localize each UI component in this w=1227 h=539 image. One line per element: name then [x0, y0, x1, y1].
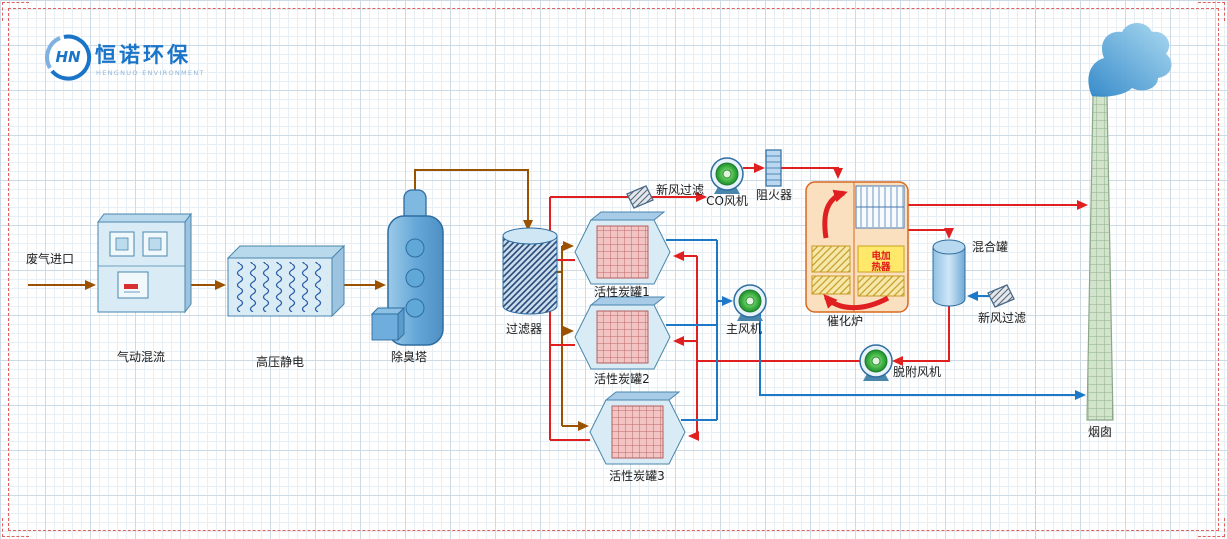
- carbon-tank-1: [574, 211, 671, 285]
- pipe-mainfan-to-chimney: [759, 313, 1086, 400]
- pneumatic-mixer: [97, 212, 192, 314]
- label-waste-gas-inlet: 废气进口: [26, 251, 74, 266]
- logo-monogram: HN: [55, 48, 81, 66]
- flame-arrester: [765, 149, 782, 187]
- fresh-air-filter-right: [987, 284, 1015, 308]
- label-carbon-tank-3: 活性炭罐3: [609, 469, 665, 483]
- deodorizing-tower: [370, 189, 444, 346]
- chimney: [1086, 23, 1172, 421]
- pipe-filter-manifold: [557, 246, 563, 426]
- logo-swoosh-dark: [50, 34, 92, 81]
- main-fan: [733, 284, 767, 322]
- pipe-furnace-to-mixtank: [908, 228, 954, 239]
- carbon-tank-2: [574, 296, 671, 370]
- label-electrostatic: 高压静电: [256, 354, 304, 369]
- label-chimney: 烟囱: [1088, 425, 1112, 439]
- label-catalytic-furnace: 催化炉: [827, 314, 863, 328]
- pipe-tower-to-filter: [414, 169, 533, 231]
- filter-vessel: [502, 227, 558, 315]
- catalytic-furnace: 电加 热器: [805, 181, 909, 313]
- label-desorption-fan: 脱附风机: [893, 364, 941, 379]
- smoke-plume: [1088, 23, 1172, 97]
- logo-swoosh-light: [45, 36, 61, 70]
- desorption-fan: [859, 344, 893, 382]
- label-mixing-tank: 混合罐: [972, 239, 1008, 254]
- logo: HN 恒诺环保 HENGNUO ENVIRONMENT: [45, 34, 205, 81]
- logo-subtitle: HENGNUO ENVIRONMENT: [96, 69, 205, 77]
- label-carbon-tank-1: 活性炭罐1: [594, 285, 650, 299]
- heater-label-line2: 热器: [871, 261, 891, 273]
- label-pneumatic-mixer: 气动混流: [117, 349, 165, 364]
- label-fresh-air-filter-top: 新风过滤: [656, 182, 704, 197]
- label-carbon-tank-2: 活性炭罐2: [594, 372, 650, 386]
- label-filter: 过滤器: [506, 322, 542, 336]
- furnace-flow-arrow-up: [822, 189, 848, 239]
- mixing-tank: [932, 239, 966, 307]
- label-flame-arrester: 阻火器: [756, 188, 792, 202]
- clean-air-pipes: [666, 239, 1086, 421]
- label-fresh-air-filter-right: 新风过滤: [978, 310, 1026, 325]
- fresh-air-filter-top: [626, 185, 654, 209]
- label-co-fan: CO风机: [706, 194, 748, 208]
- logo-name: 恒诺环保: [95, 43, 191, 67]
- co-fan: [710, 157, 744, 195]
- carbon-tank-3: [589, 391, 686, 465]
- furnace-flow-arrow-down: [823, 294, 890, 311]
- pipe-arrester-to-furnace: [781, 167, 843, 179]
- waste-gas-pipes: [28, 169, 589, 431]
- equipment-labels: 废气进口 气动混流 高压静电 除臭塔 过滤器 活性炭罐1 活性炭罐2 活性炭罐3…: [26, 182, 1112, 483]
- electrostatic-precipitator: [226, 244, 346, 318]
- pipe-mixtank-to-desorbfan: [892, 303, 950, 366]
- logo-circle: [48, 37, 88, 77]
- heater-label-line1: 电加: [871, 250, 890, 262]
- label-deodorizing-tower: 除臭塔: [391, 349, 427, 364]
- label-main-fan: 主风机: [726, 322, 762, 336]
